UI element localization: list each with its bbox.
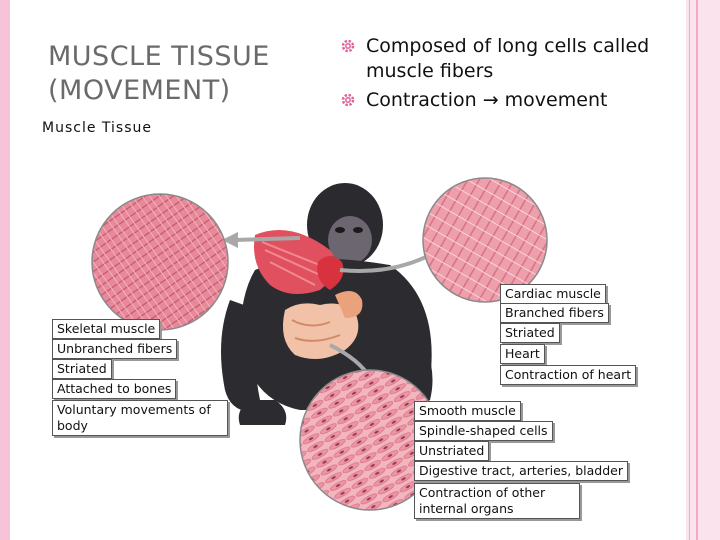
skeletal-label: Striated — [52, 359, 112, 379]
bullet-text: Contraction → movement — [366, 89, 608, 111]
cardiac-label: Heart — [500, 344, 545, 364]
bullet-item: Contraction → movement — [340, 88, 685, 113]
bullet-list: Composed of long cells called muscle fib… — [340, 34, 685, 117]
right-border-decoration — [686, 0, 720, 540]
cardiac-label: Branched fibers — [500, 303, 609, 323]
smooth-label: Digestive tract, arteries, bladder — [414, 461, 629, 481]
cardiac-muscle-micrograph — [422, 177, 548, 303]
right-border-line — [696, 0, 698, 540]
slide-title: MUSCLE TISSUE (MOVEMENT) — [48, 40, 318, 108]
skeletal-label: Attached to bones — [52, 379, 177, 399]
figure-title: Muscle Tissue — [42, 120, 152, 136]
skeletal-muscle-micrograph — [91, 193, 229, 331]
smooth-label: Contraction of other internal organs — [414, 483, 580, 519]
bullet-text: Composed of long cells called muscle fib… — [366, 35, 650, 82]
bullet-item: Composed of long cells called muscle fib… — [340, 34, 685, 84]
slide-title-line2: (MOVEMENT) — [48, 75, 231, 106]
cardiac-label: Contraction of heart — [500, 365, 637, 385]
slide-title-line1: MUSCLE TISSUE — [48, 41, 270, 72]
smooth-label: Unstriated — [414, 441, 490, 461]
skeletal-label: Skeletal muscle — [52, 319, 161, 339]
gear-icon — [341, 39, 355, 53]
skeletal-label: Unbranched fibers — [52, 339, 178, 359]
right-border-line — [689, 0, 690, 540]
gear-icon — [341, 93, 355, 107]
left-border-decoration — [0, 0, 10, 540]
skeletal-label: Voluntary movements of body — [52, 400, 228, 436]
cardiac-label: Striated — [500, 323, 560, 343]
smooth-label: Spindle-shaped cells — [414, 421, 553, 441]
cardiac-label: Cardiac muscle — [500, 284, 606, 304]
smooth-label: Smooth muscle — [414, 401, 521, 421]
